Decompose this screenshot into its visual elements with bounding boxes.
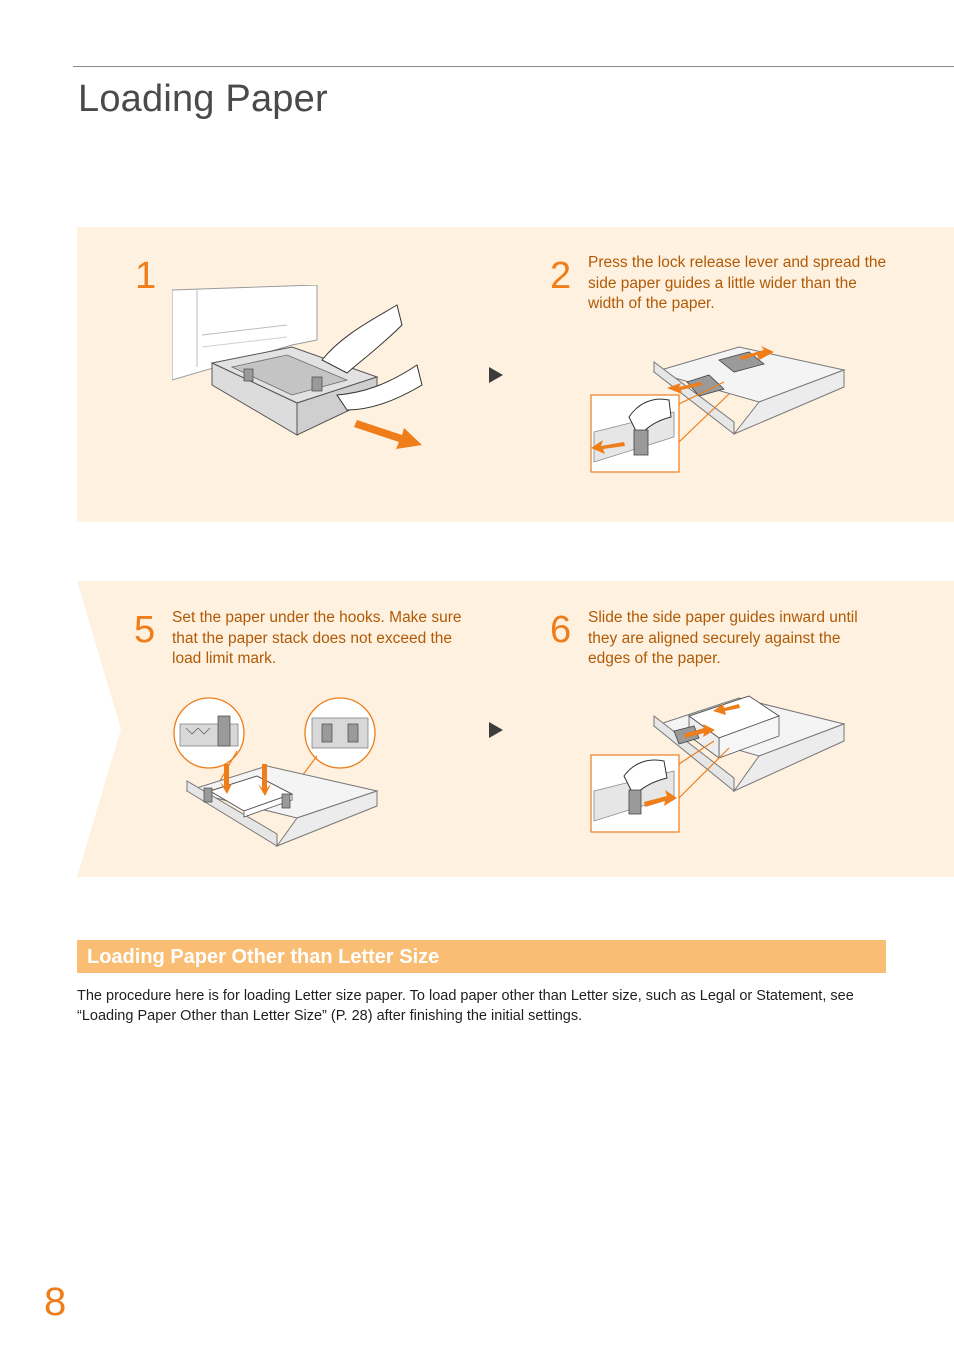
step-5-text: Set the paper under the hooks. Make sure… [172,609,462,667]
chevron-notch [77,581,121,877]
step-6-text: Slide the side paper guides inward until… [588,609,858,667]
step-2-number: 2 [550,255,572,297]
drawer-pull-illustration [172,285,423,449]
step-2-text: Press the lock release lever and spread … [588,254,887,312]
page-title: Loading Paper [78,78,328,120]
load-paper-illustration [173,697,379,848]
next-arrow-icon [489,722,503,738]
next-arrow-icon [489,367,503,383]
step-5-number: 5 [134,609,156,651]
steps-panel-1: 1 2 Press the lock release lever and spr… [77,227,954,522]
steps-panel-2: 5 Set the paper under the hooks. Make su… [77,581,954,877]
section-heading-bar: Loading Paper Other than Letter Size [77,940,886,973]
step-1-number: 1 [135,255,157,297]
spread-guides-illustration [590,346,846,473]
page-number: 8 [44,1280,67,1324]
section-body-text: The procedure here is for loading Letter… [77,988,854,1024]
top-rule [73,66,954,67]
align-guides-illustration [590,695,846,833]
step-6-number: 6 [550,609,572,651]
section-heading: Loading Paper Other than Letter Size [87,946,440,968]
